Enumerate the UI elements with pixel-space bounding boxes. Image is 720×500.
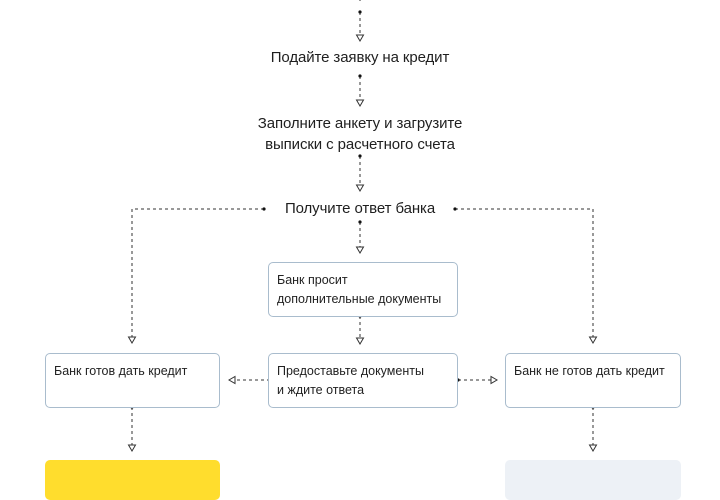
box-more-docs: Банк просит дополнительные документы [268, 262, 458, 317]
arrow-down-icon [355, 337, 365, 345]
box-rejected-label: Банк не готов дать кредит [514, 364, 665, 378]
arrow-down-icon [588, 444, 598, 452]
box-rejected-next [505, 460, 681, 500]
step-get-answer: Получите ответ банка [260, 198, 460, 219]
arrow-down-icon [355, 246, 365, 254]
box-approved-label: Банк готов дать кредит [54, 364, 188, 378]
arrow-down-icon [355, 99, 365, 107]
box-provide-docs-line1: Предоставьте документы [277, 364, 424, 378]
step-fill-form-line2: выписки с расчетного счета [265, 136, 455, 153]
box-approved: Банк готов дать кредит [45, 353, 220, 408]
box-rejected: Банк не готов дать кредит [505, 353, 681, 408]
step-fill-form-line1: Заполните анкету и загрузите [257, 115, 463, 132]
step-get-answer-label: Получите ответ банка [284, 200, 436, 217]
arrow-down-icon [127, 336, 137, 344]
box-more-docs-line1: Банк просит [277, 273, 348, 287]
box-provide-docs: Предоставьте документы и ждите ответа [268, 353, 458, 408]
step-apply-label: Подайте заявку на кредит [270, 49, 450, 66]
arrow-down-icon [588, 336, 598, 344]
box-approved-next [45, 460, 220, 500]
arrow-down-icon [355, 184, 365, 192]
arrow-down-icon [355, 34, 365, 42]
box-provide-docs-line2: и ждите ответа [277, 383, 365, 397]
arrow-right-icon [490, 375, 498, 385]
box-more-docs-line2: дополнительные документы [277, 292, 442, 306]
arrow-down-icon [127, 444, 137, 452]
connector-to-approved [131, 208, 264, 338]
step-apply: Подайте заявку на кредит [210, 47, 510, 68]
arrow-left-icon [228, 375, 236, 385]
step-fill-form: Заполните анкету и загрузите выписки с р… [200, 113, 520, 155]
connector-to-rejected [455, 208, 594, 338]
